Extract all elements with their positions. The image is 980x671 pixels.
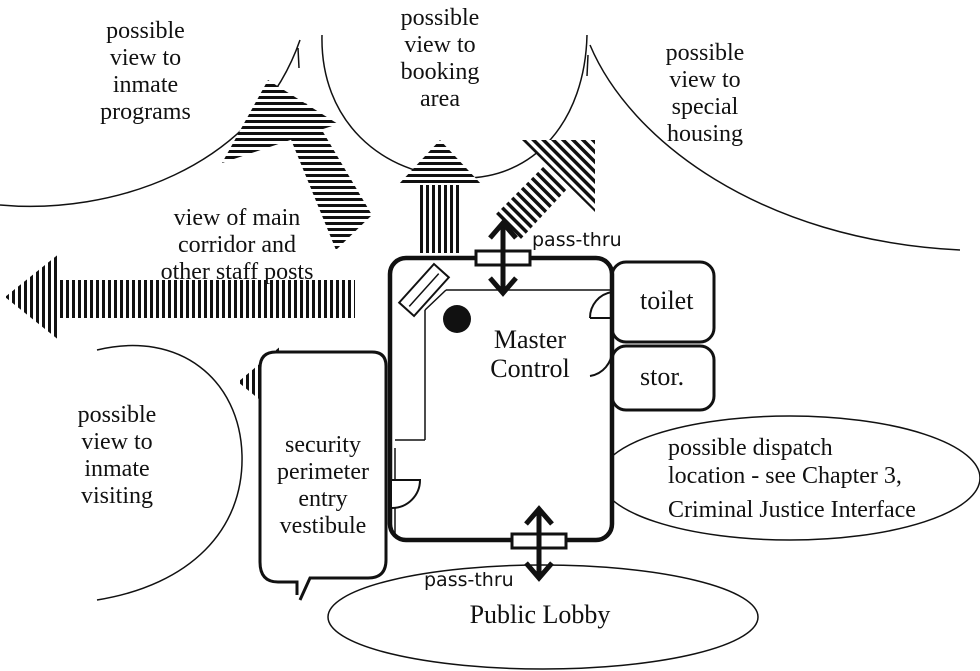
pass-thru-top-label: pass-thru — [532, 229, 622, 251]
arrow-to-main-corridor — [5, 253, 355, 341]
tick-mark-right — [586, 54, 589, 77]
inmate-visiting-zone-arc — [96, 344, 243, 601]
booking-area-label: possible view to booking area — [400, 5, 480, 112]
toilet-label: toilet — [640, 286, 694, 315]
master-control-room — [387, 255, 615, 543]
dispatch-label-line3: Criminal Justice Interface — [668, 497, 916, 523]
filled-circle-icon — [443, 305, 471, 333]
public-lobby-ellipse — [327, 564, 759, 670]
special-housing-zone-arc — [589, 44, 961, 251]
public-lobby-label: Public Lobby — [469, 600, 611, 629]
tick-mark-left — [297, 47, 300, 69]
toilet-room — [610, 260, 716, 344]
inmate-programs-label: possible view to inmate programs — [100, 18, 191, 125]
storage-label: stor. — [640, 362, 685, 391]
arrow-to-special-housing — [495, 140, 595, 240]
arrow-to-inmate-programs — [222, 80, 372, 250]
double-headed-arrow-icon — [474, 219, 532, 297]
main-corridor-label: view of main corridor and other staff po… — [160, 205, 314, 285]
special-housing-label: possible view to special housing — [665, 40, 745, 147]
inmate-visiting-label: possible view to inmate visiting — [77, 402, 157, 509]
vestibule-outline — [258, 350, 388, 601]
master-control-label: Master Control — [490, 325, 570, 384]
dispatch-label-line2: location - see Chapter 3, — [668, 463, 902, 489]
storage-room — [610, 344, 716, 412]
double-headed-arrow-icon — [510, 505, 568, 582]
arrow-to-booking-area — [398, 140, 482, 253]
pass-thru-bottom-label: pass-thru — [424, 569, 514, 591]
dispatch-label-line1: possible dispatch — [668, 435, 833, 461]
vestibule-label: security perimeter entry vestibule — [277, 432, 369, 539]
